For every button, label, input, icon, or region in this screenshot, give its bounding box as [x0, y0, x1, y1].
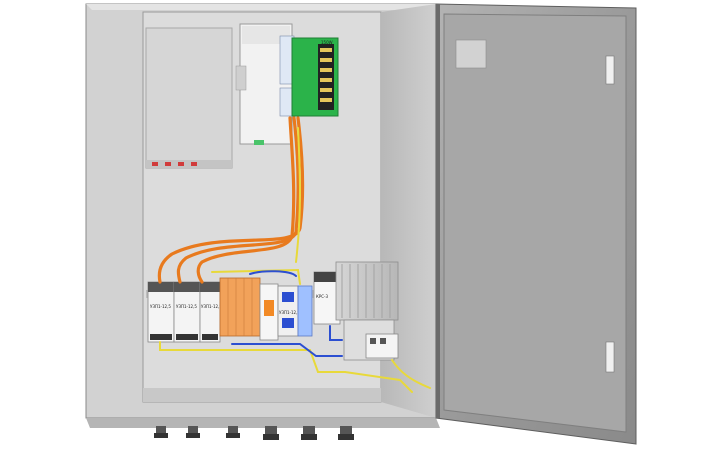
surge-protector-label: УЗП1-12,5 [150, 304, 171, 309]
cable-gland [263, 426, 279, 440]
cable-gland [154, 426, 168, 438]
earth-wires [159, 127, 431, 393]
door-hinge [605, 55, 615, 373]
surge-protector: УЗП1-12,5 [173, 281, 201, 343]
surge-protector-label: УЗП1-12,5 [176, 304, 197, 309]
cable-gland [226, 426, 240, 438]
thermostat [365, 333, 399, 359]
cabinet-door[interactable] [435, 3, 637, 445]
surge-protector: УЗП1-12,5 [199, 281, 222, 343]
breaker-label: УЗП1-12,5 [279, 310, 300, 315]
rcd-label: КРС-3 [316, 294, 328, 299]
surge-protector-label: УЗП1-12,5 [201, 304, 222, 309]
terminal-block [219, 277, 261, 337]
terminal-block-blue [297, 285, 313, 337]
neutral-wires [231, 270, 343, 357]
mounting-plate [145, 27, 233, 169]
cable-gland [301, 426, 317, 440]
circuit-breaker [259, 283, 279, 341]
orange-cables [157, 116, 305, 284]
terminal-block-blue: УЗП1-12,5 [277, 285, 300, 337]
power-supply: 150W [291, 37, 339, 117]
door-inner-panel [443, 13, 627, 433]
cable-gland [338, 426, 354, 440]
surge-protector: УЗП1-12,5 [147, 281, 175, 343]
cable-gland [186, 426, 200, 438]
door-label-plate [455, 39, 487, 69]
cable-glands [154, 426, 354, 440]
power-supply-label: 150W [321, 40, 333, 45]
